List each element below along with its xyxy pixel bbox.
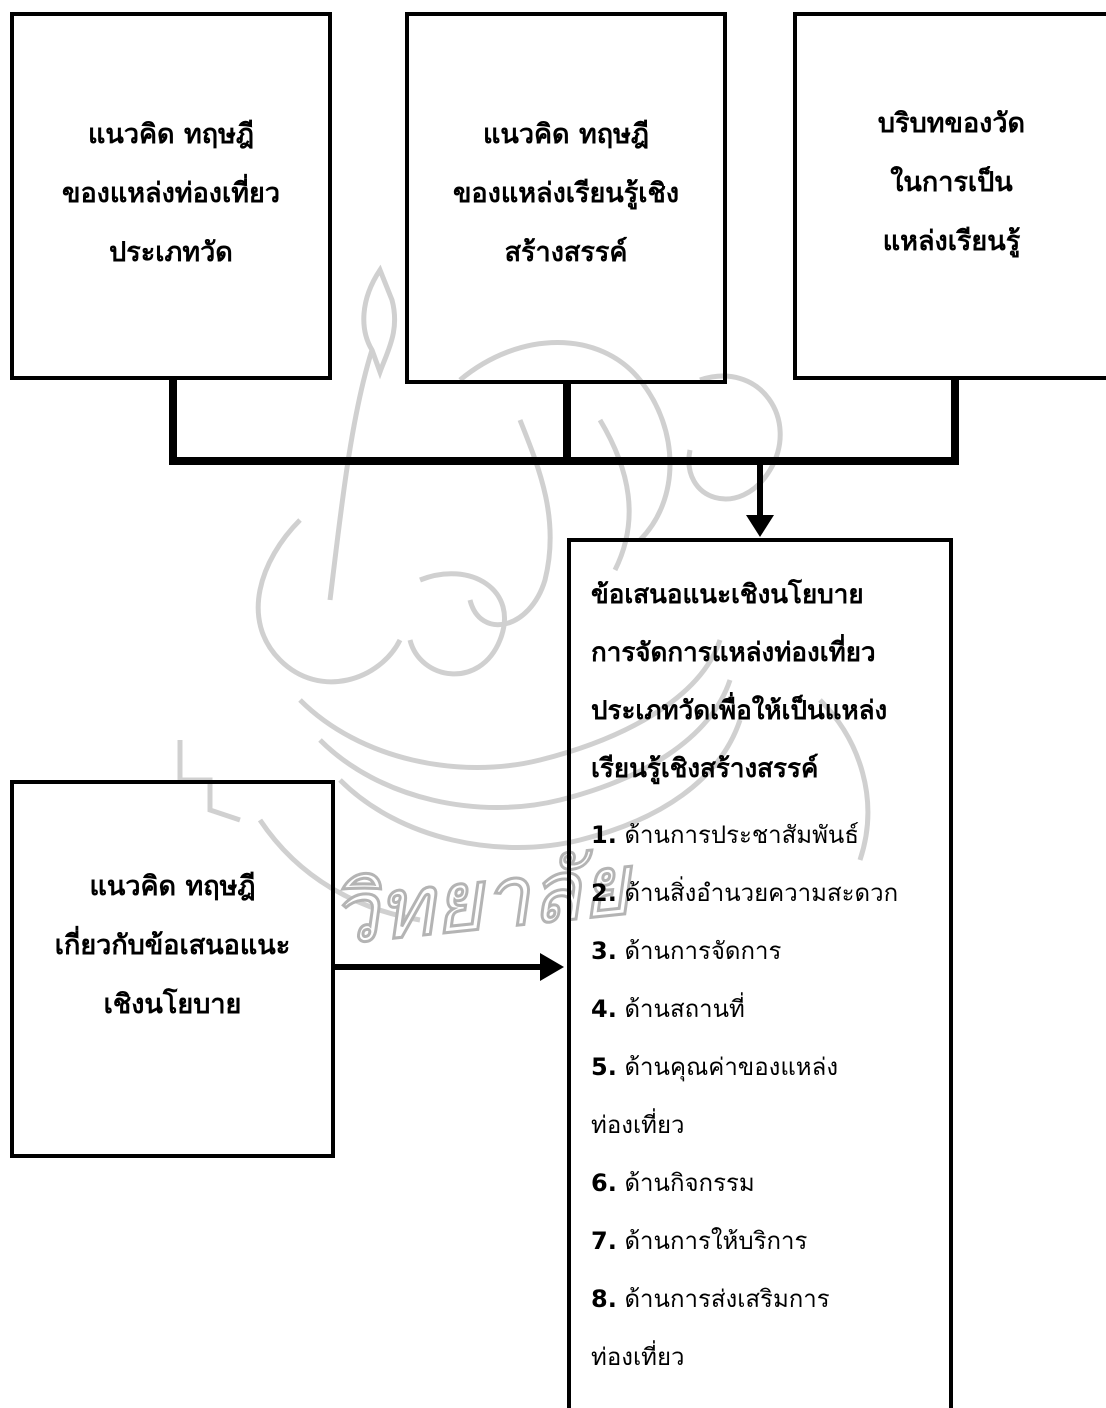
creative-learning-line-3: สร้างสรรค์ [504, 237, 628, 268]
result-item-8: 8. ด้านการส่งเสริมการ [591, 1285, 830, 1313]
connector-right [951, 380, 959, 465]
temple-context-line-2: ในการเป็น [890, 167, 1013, 198]
result-item-2: 2. ด้านสิ่งอำนวยความสะดวก [591, 879, 899, 907]
result-item-5: 5. ด้านคุณค่าของแหล่ง [591, 1053, 839, 1081]
temple-context-box: บริบทของวัด ในการเป็น แหล่งเรียนรู้ [793, 12, 1106, 380]
result-heading-line-1: ข้อเสนอแนะเชิงนโยบาย [591, 580, 864, 610]
result-heading-line-4: เรียนรู้เชิงสร้างสรรค์ [591, 754, 819, 784]
result-heading-line-2: การจัดการแหล่งท่องเที่ยว [591, 638, 876, 668]
down-arrow-shaft [757, 465, 763, 520]
policy-recommendation-box: ข้อเสนอแนะเชิงนโยบาย การจัดการแหล่งท่องเ… [567, 538, 953, 1408]
creative-learning-theory-box: แนวคิด ทฤษฎี ของแหล่งเรียนรู้เชิง สร้างส… [405, 12, 727, 384]
connector-left [169, 380, 177, 465]
creative-learning-line-1: แนวคิด ทฤษฎี [482, 119, 650, 150]
temple-context-line-3: แหล่งเรียนรู้ [882, 226, 1021, 257]
result-item-6: 6. ด้านกิจกรรม [591, 1169, 755, 1197]
right-arrow-head [540, 953, 564, 981]
policy-theory-line-1: แนวคิด ทฤษฎี [89, 871, 256, 902]
horizontal-join-bar [169, 457, 959, 465]
result-item-7: 7. ด้านการให้บริการ [591, 1227, 808, 1255]
result-heading-line-3: ประเภทวัดเพื่อให้เป็นแหล่ง [591, 696, 888, 726]
result-item-1: 1. ด้านการประชาสัมพันธ์ [591, 821, 859, 849]
result-item-8-cont: ท่องเที่ยว [591, 1343, 685, 1371]
creative-learning-line-2: ของแหล่งเรียนรู้เชิง [452, 178, 680, 209]
tourism-theory-line-3: ประเภทวัด [109, 237, 233, 268]
tourism-theory-box: แนวคิด ทฤษฎี ของแหล่งท่องเที่ยว ประเภทวั… [10, 12, 332, 380]
down-arrow-head [746, 515, 774, 537]
tourism-theory-line-1: แนวคิด ทฤษฎี [87, 119, 255, 150]
policy-theory-box: แนวคิด ทฤษฎี เกี่ยวกับข้อเสนอแนะ เชิงนโย… [10, 780, 335, 1158]
policy-theory-line-3: เชิงนโยบาย [103, 989, 242, 1020]
result-item-3: 3. ด้านการจัดการ [591, 937, 782, 965]
result-item-4: 4. ด้านสถานที่ [591, 995, 745, 1023]
tourism-theory-line-2: ของแหล่งท่องเที่ยว [62, 178, 280, 209]
connector-middle [563, 384, 571, 465]
policy-theory-line-2: เกี่ยวกับข้อเสนอแนะ [54, 930, 291, 961]
temple-context-line-1: บริบทของวัด [877, 108, 1026, 139]
right-arrow-shaft [335, 964, 545, 970]
result-item-5-cont: ท่องเที่ยว [591, 1111, 685, 1139]
